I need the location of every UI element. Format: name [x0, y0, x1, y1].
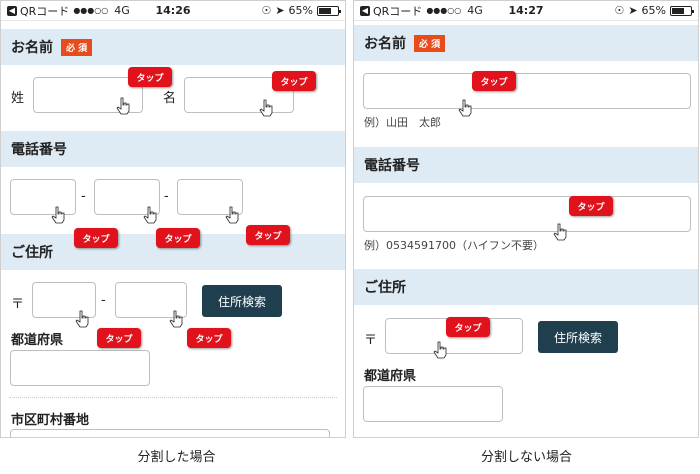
- status-bar: ◀ QRコード ●●●○○ 4G 14:26 ☉ ➤ 65%: [1, 1, 345, 21]
- name-section-header: お名前 必 須: [1, 29, 345, 65]
- location-icon: ➤: [628, 4, 638, 17]
- tap-callout: タップ: [97, 328, 141, 348]
- section-title: 電話番号: [11, 142, 67, 158]
- pointing-hand-icon: [553, 223, 567, 241]
- prefecture-label: 都道府県: [364, 369, 417, 384]
- section-title: お名前: [364, 36, 406, 52]
- tap-callout: タップ: [128, 67, 172, 87]
- tap-label: タップ: [454, 323, 482, 334]
- tap-label: タップ: [480, 77, 508, 88]
- address-search-button[interactable]: 住所検索: [202, 285, 282, 317]
- tap-label: タップ: [136, 73, 164, 84]
- tap-label: タップ: [82, 234, 110, 245]
- phone-section-header: 電話番号: [354, 147, 698, 183]
- address-section-header: ご住所: [354, 269, 698, 305]
- prefecture-input[interactable]: [363, 386, 503, 422]
- phone-input[interactable]: [363, 196, 691, 232]
- left-phone-screen: ◀ QRコード ●●●○○ 4G 14:26 ☉ ➤ 65% お名前 必 須 姓…: [0, 0, 346, 438]
- postal-input-1[interactable]: [32, 282, 96, 318]
- pointing-hand-icon: [169, 310, 183, 328]
- prefecture-label: 都道府県: [11, 333, 64, 348]
- tap-label: タップ: [164, 234, 192, 245]
- network-label: 4G: [114, 4, 130, 17]
- back-icon[interactable]: ◀: [360, 5, 370, 16]
- carrier-label: QRコード: [373, 4, 423, 18]
- pointing-hand-icon: [259, 99, 273, 117]
- tap-callout: タップ: [74, 228, 118, 248]
- section-title: 電話番号: [364, 158, 420, 174]
- status-bar: ◀ QRコード ●●●○○ 4G 14:27 ☉ ➤ 65%: [354, 1, 698, 21]
- first-name-label: 名: [163, 91, 177, 106]
- phone-dash: -: [164, 189, 169, 204]
- phone-example-hint: 例）0534591700（ハイフン不要）: [364, 239, 544, 252]
- pointing-hand-icon: [51, 206, 65, 224]
- divider: [9, 397, 337, 398]
- tap-label: タップ: [280, 77, 308, 88]
- right-phone-screen: ◀ QRコード ●●●○○ 4G 14:27 ☉ ➤ 65% お名前 必 須 例…: [353, 0, 699, 438]
- tap-callout: タップ: [446, 317, 490, 337]
- location-icon: ➤: [275, 4, 285, 17]
- required-badge: 必 須: [414, 34, 446, 52]
- pointing-hand-icon: [143, 206, 157, 224]
- phone-dash: -: [81, 189, 86, 204]
- postal-dash: -: [101, 293, 106, 308]
- right-caption: 分割しない場合: [480, 450, 572, 465]
- city-input[interactable]: [10, 429, 330, 437]
- tap-label: タップ: [577, 202, 605, 213]
- carrier-label: QRコード: [20, 4, 70, 18]
- battery-icon: [317, 5, 341, 16]
- required-badge: 必 須: [61, 38, 93, 56]
- battery-percent: 65%: [288, 4, 313, 17]
- rotation-lock-icon: ☉: [614, 4, 625, 17]
- signal-icon: ●●●○○: [426, 6, 462, 15]
- name-example-hint: 例）山田 太郎: [364, 116, 441, 129]
- section-title: ご住所: [364, 280, 406, 296]
- tap-callout: タップ: [272, 71, 316, 91]
- back-icon[interactable]: ◀: [7, 5, 17, 16]
- section-title: ご住所: [11, 245, 53, 261]
- network-label: 4G: [467, 4, 483, 17]
- pointing-hand-icon: [458, 99, 472, 117]
- postal-mark: 〒: [364, 333, 378, 348]
- rotation-lock-icon: ☉: [261, 4, 272, 17]
- tap-label: タップ: [195, 334, 223, 345]
- phone-section-header: 電話番号: [1, 131, 345, 167]
- battery-icon: [670, 5, 694, 16]
- tap-callout: タップ: [156, 228, 200, 248]
- section-title: お名前: [11, 40, 53, 56]
- pointing-hand-icon: [433, 341, 447, 359]
- battery-percent: 65%: [641, 4, 666, 17]
- tap-callout: タップ: [472, 71, 516, 91]
- prefecture-input[interactable]: [10, 350, 150, 386]
- left-caption: 分割した場合: [137, 450, 216, 465]
- name-input[interactable]: [363, 73, 691, 109]
- phone-input-1[interactable]: [10, 179, 76, 215]
- pointing-hand-icon: [75, 310, 89, 328]
- tap-callout: タップ: [246, 225, 290, 245]
- tap-label: タップ: [254, 231, 282, 242]
- name-section-header: お名前 必 須: [354, 25, 698, 61]
- pointing-hand-icon: [225, 206, 239, 224]
- city-label: 市区町村番地: [11, 413, 90, 428]
- tap-callout: タップ: [569, 196, 613, 216]
- tap-callout: タップ: [187, 328, 231, 348]
- pointing-hand-icon: [116, 97, 130, 115]
- tap-label: タップ: [105, 334, 133, 345]
- last-name-label: 姓: [11, 91, 25, 106]
- address-search-button[interactable]: 住所検索: [538, 321, 618, 353]
- postal-mark: 〒: [11, 297, 25, 312]
- signal-icon: ●●●○○: [73, 6, 109, 15]
